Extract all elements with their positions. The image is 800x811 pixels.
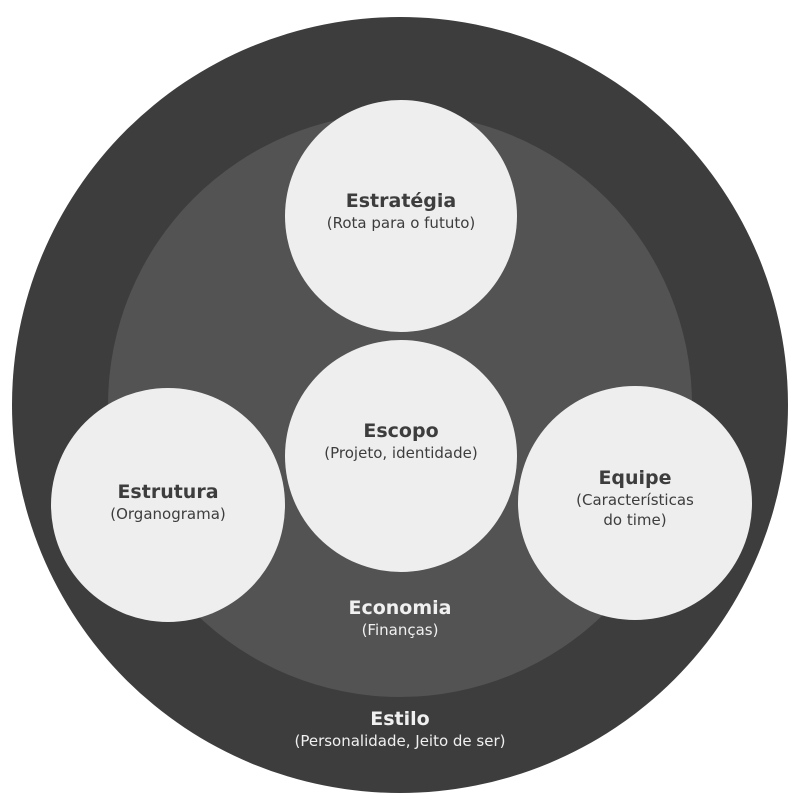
escopo-title: Escopo <box>363 420 439 442</box>
estrutura-circle: Estrutura (Organograma) <box>51 388 285 622</box>
equipe-title: Equipe <box>598 467 672 489</box>
equipe-circle: Equipe (Características do time) <box>518 386 752 620</box>
economia-subtitle: (Finanças) <box>361 621 439 639</box>
equipe-subtitle-line1: (Características <box>576 491 694 509</box>
estrategia-circle: Estratégia (Rota para o fututo) <box>285 100 517 332</box>
estilo-subtitle: (Personalidade, Jeito de ser) <box>294 732 506 750</box>
estilo-title: Estilo <box>370 708 430 730</box>
economia-label: Economia (Finanças) <box>0 596 800 640</box>
escopo-subtitle: (Projeto, identidade) <box>324 444 478 462</box>
estrategia-subtitle: (Rota para o fututo) <box>326 214 476 232</box>
economia-title: Economia <box>348 597 452 619</box>
estrutura-subtitle: (Organograma) <box>110 505 226 523</box>
estrategia-title: Estratégia <box>345 190 457 212</box>
escopo-circle: Escopo (Projeto, identidade) <box>285 340 517 572</box>
estilo-label: Estilo (Personalidade, Jeito de ser) <box>0 707 800 751</box>
equipe-subtitle-line2: do time) <box>603 511 667 529</box>
estrutura-title: Estrutura <box>117 481 219 503</box>
